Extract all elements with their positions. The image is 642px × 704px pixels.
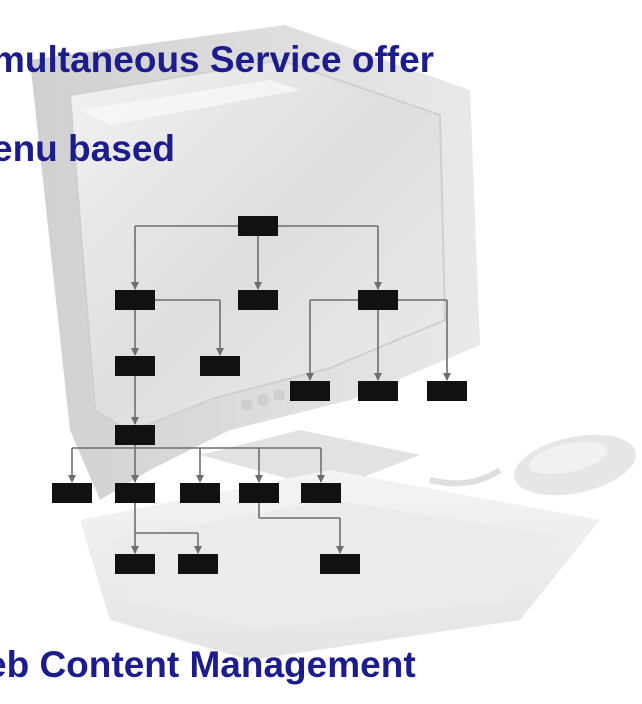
tree-node-c2 [358, 381, 398, 401]
tree-node-h4 [239, 483, 279, 503]
tree-node-a1 [115, 356, 155, 376]
tree-node-g2 [178, 554, 218, 574]
heading-menu-based: enu based [0, 128, 175, 169]
tree-node-c3 [427, 381, 467, 401]
tree-node-b [238, 290, 278, 310]
tree-node-g1 [115, 554, 155, 574]
tree-node-h5 [301, 483, 341, 503]
tree-node-root [238, 216, 278, 236]
tree-nodes [52, 216, 467, 574]
heading-simultaneous-service: multaneous Service offer [0, 39, 435, 80]
tree-node-h2 [115, 483, 155, 503]
tree-node-c1 [290, 381, 330, 401]
tree-node-hub [115, 425, 155, 445]
tree-node-a2 [200, 356, 240, 376]
heading-web-content-management: eb Content Management [0, 644, 416, 685]
tree-node-g3 [320, 554, 360, 574]
tree-node-h1 [52, 483, 92, 503]
tree-node-h3 [180, 483, 220, 503]
tree-node-a [115, 290, 155, 310]
mouse [429, 434, 636, 496]
monitor-body [30, 25, 480, 500]
tree-connectors [68, 225, 451, 554]
tree-node-c [358, 290, 398, 310]
